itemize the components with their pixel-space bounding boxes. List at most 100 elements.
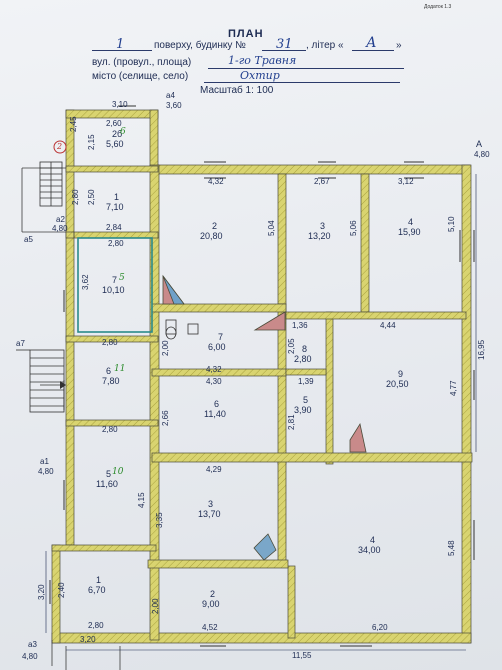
dimension: 4,29 <box>206 465 222 474</box>
room-number: 4 <box>370 535 376 545</box>
room-area: 6,70 <box>88 585 106 595</box>
hand-mark: 2 <box>57 142 63 151</box>
dimension: 2,05 <box>287 338 296 354</box>
liter-value: А <box>366 35 377 51</box>
dimension: 5,10 <box>447 216 456 232</box>
dimension: 2,84 <box>106 223 122 232</box>
label-a7: а7 <box>16 339 25 348</box>
walls <box>51 109 473 644</box>
room-number: 2 <box>212 221 218 231</box>
dimension: 3,62 <box>81 274 90 290</box>
room-area: 2,80 <box>294 354 312 364</box>
label-a4-dim: 3,60 <box>166 101 182 110</box>
city-label: місто (селище, село) <box>92 71 189 82</box>
dimension: 1,36 <box>292 321 308 330</box>
room-number: 3 <box>208 499 214 509</box>
dimension: 2,45 <box>69 116 78 132</box>
dimension: 3,10 <box>112 100 128 109</box>
dimension: 2,15 <box>87 134 96 150</box>
room-area: 7,10 <box>106 202 124 212</box>
label-a4: а4 <box>166 91 175 100</box>
room-area: 3,90 <box>294 405 312 415</box>
dimension: 4,30 <box>206 377 222 386</box>
dimension: 4,77 <box>449 380 458 396</box>
room-area: 5,60 <box>106 139 124 149</box>
dimension: 3,35 <box>155 512 164 528</box>
room-area: 9,00 <box>202 599 220 609</box>
dimension: 2,80 <box>108 239 124 248</box>
dimension: 5,06 <box>349 220 358 236</box>
room-number: 3 <box>320 221 326 231</box>
dimension: 2,66 <box>161 410 170 426</box>
dimension: 3,20 <box>37 584 46 600</box>
dimension: 2,40 <box>57 582 66 598</box>
room-number: 8 <box>302 344 308 354</box>
room-number: 6 <box>106 366 112 376</box>
dimension: 2,00 <box>151 598 160 614</box>
room-area: 20,50 <box>386 379 409 389</box>
room-area: 11,40 <box>204 409 226 419</box>
dimension: 2,80 <box>102 338 118 347</box>
dimension: 2,00 <box>161 340 170 356</box>
room-number: 6 <box>214 399 220 409</box>
room-area: 7,80 <box>102 376 120 386</box>
dimension: 4,44 <box>380 321 396 330</box>
dimension: 2,50 <box>87 189 96 205</box>
dimension: 2,81 <box>287 414 296 430</box>
dimension: 16,95 <box>477 339 486 360</box>
hand-mark: 11 <box>114 364 126 374</box>
street-value: 1-го Травня <box>228 54 297 67</box>
dimension: 5,04 <box>267 220 276 236</box>
room-area: 13,70 <box>198 509 221 519</box>
dimension: 2,80 <box>102 425 118 434</box>
city-value: Охтир <box>240 69 280 82</box>
room-number: 7 <box>112 275 118 285</box>
label-a-dim: 4,80 <box>474 150 490 159</box>
dimension: 2,80 <box>71 189 80 205</box>
room-area: 20,80 <box>200 231 223 241</box>
page-title: ПЛАН <box>228 28 264 40</box>
room-number: 2 <box>210 589 216 599</box>
dimension: 5,48 <box>447 540 456 556</box>
label-a3: а3 <box>28 640 37 649</box>
hand-mark: 10 <box>112 467 124 477</box>
floor-value: 1 <box>116 37 125 52</box>
room-number: 5 <box>106 469 112 479</box>
dimension: 4,15 <box>137 492 146 508</box>
room-number: 1 <box>114 192 120 202</box>
label-a2: а2 <box>56 215 65 224</box>
room-area: 13,20 <box>308 231 331 241</box>
dimension: 4,52 <box>202 623 218 632</box>
label-a5: а5 <box>24 235 33 244</box>
label-a1-dim: 4,80 <box>38 467 54 476</box>
label-a2-dim: 4,80 <box>52 224 68 233</box>
liter-close: » <box>396 40 402 51</box>
liter-label: , літер « <box>306 40 344 51</box>
dimension: 11,55 <box>292 651 312 660</box>
dimension: 3,12 <box>398 177 414 186</box>
room-area: 10,10 <box>102 285 125 295</box>
room-area: 11,60 <box>96 479 118 489</box>
street-label: вул. (провул., площа) <box>92 57 192 68</box>
room-number: 5 <box>303 395 309 405</box>
label-a3-dim: 4,80 <box>22 652 38 661</box>
dimension: 1,39 <box>298 377 314 386</box>
house-value: 31 <box>276 37 293 52</box>
room-area: 6,00 <box>208 342 226 352</box>
room-number: 1 <box>96 575 102 585</box>
floor-label: поверху, будинку № <box>154 40 246 51</box>
scale-label: Масштаб 1: 100 <box>200 85 274 96</box>
room-number: 2б <box>112 129 123 139</box>
dimension: 2,60 <box>106 119 122 128</box>
room-number: 9 <box>398 369 404 379</box>
dimension: 4,32 <box>206 365 222 374</box>
dimension: 6,20 <box>372 623 388 632</box>
room-number: 7 <box>218 332 224 342</box>
room-number: 4 <box>408 217 414 227</box>
hand-mark: 6 <box>120 127 126 137</box>
room-area: 15,90 <box>398 227 421 237</box>
dimension: 2,67 <box>314 177 330 186</box>
dimension: 3,20 <box>80 635 96 644</box>
